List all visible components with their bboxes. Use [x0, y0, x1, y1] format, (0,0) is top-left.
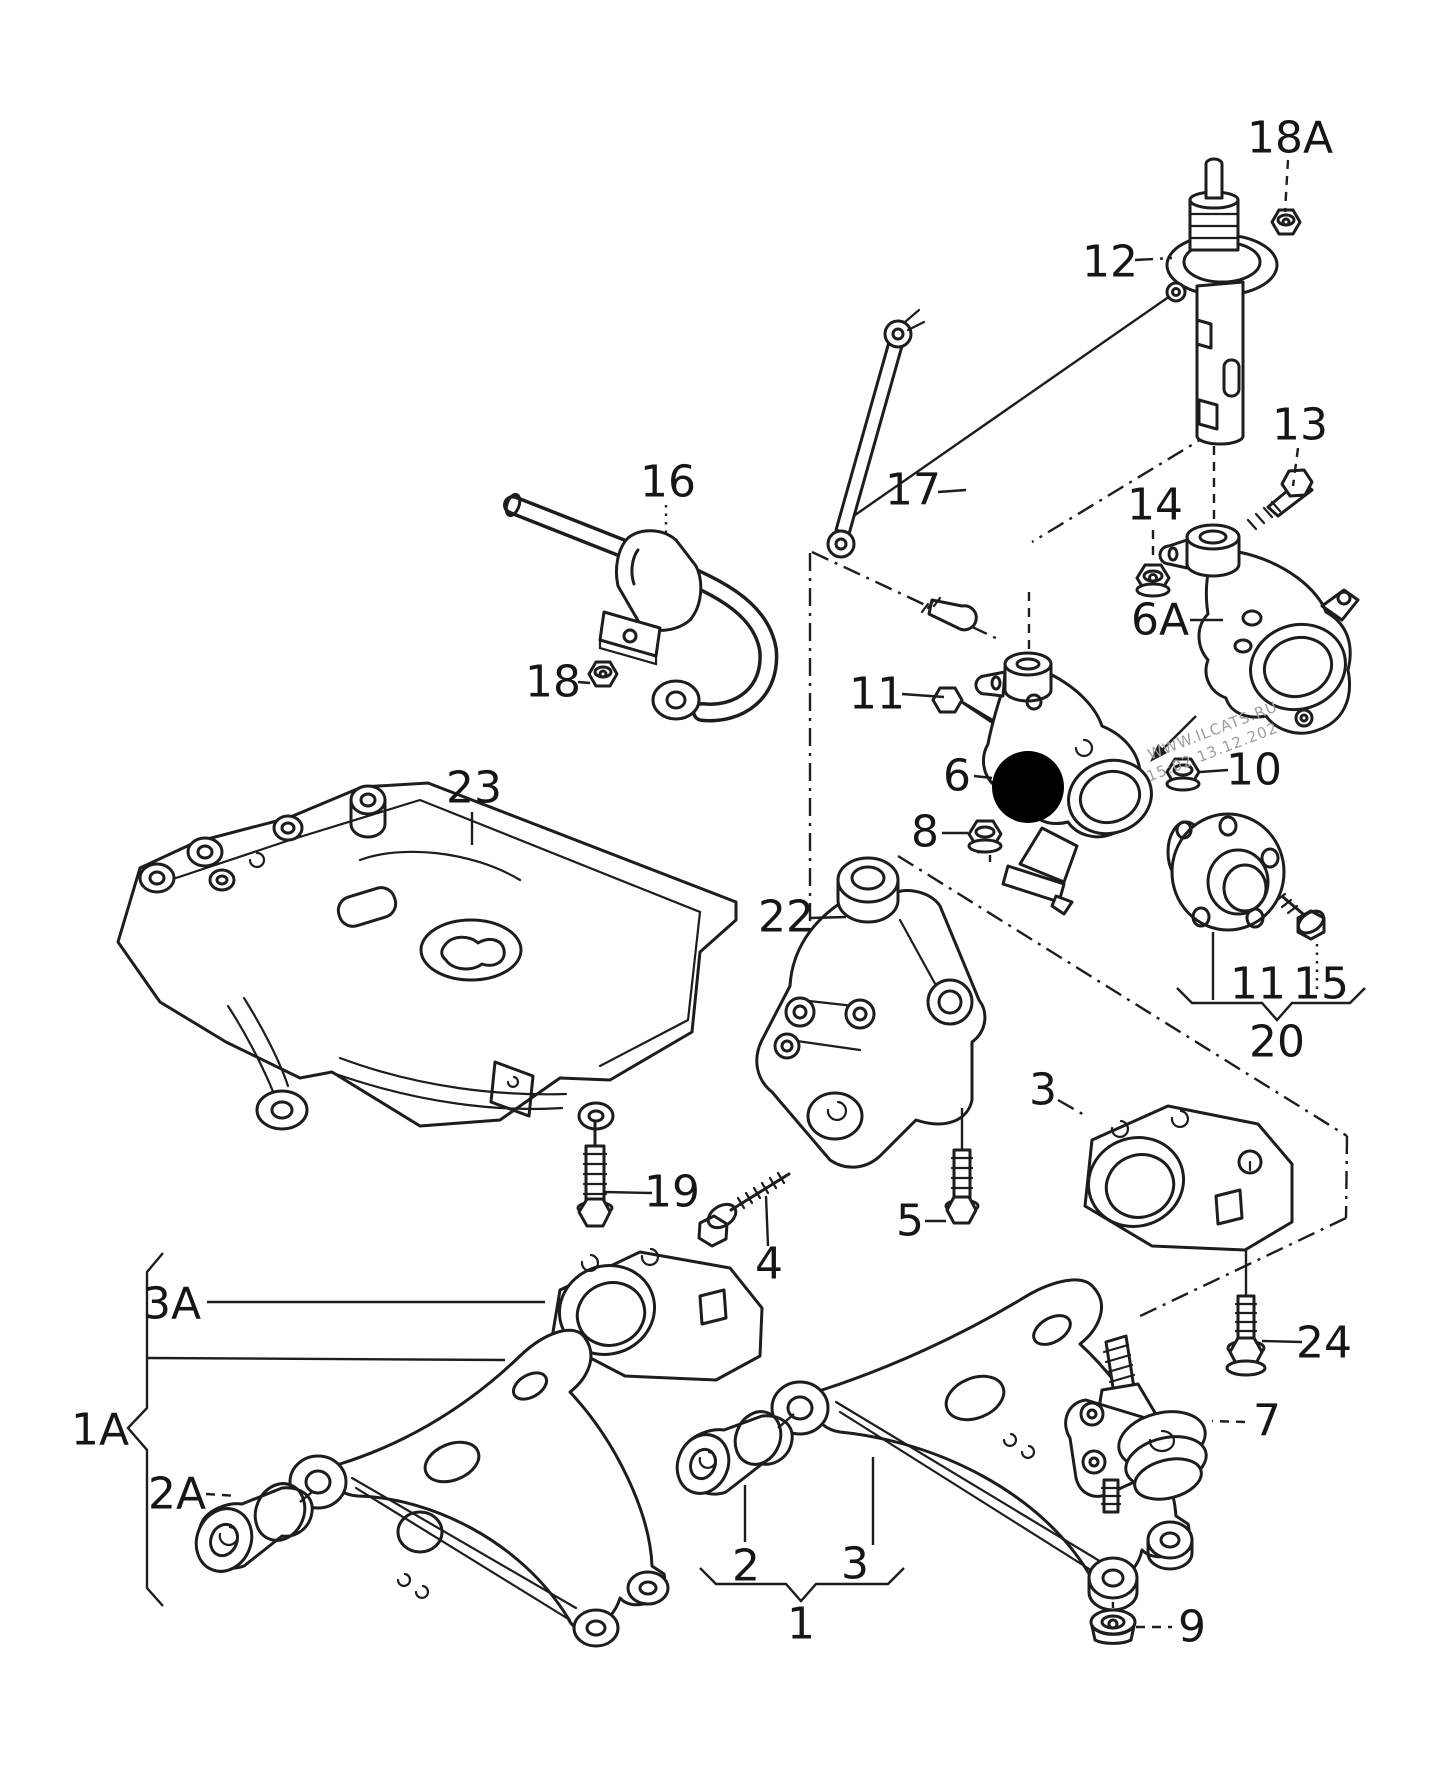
callout-10: 10: [1226, 745, 1282, 796]
callout-11-upper: 11: [849, 669, 905, 720]
ball-joint-7: [1064, 1334, 1208, 1514]
callout-22: 22: [758, 892, 814, 943]
subframe-23: [116, 781, 738, 1131]
callout-11-hub: 11: [1230, 959, 1286, 1010]
callout-6a: 6A: [1131, 595, 1189, 646]
callout-17: 17: [885, 465, 941, 516]
control-arm-1a: [288, 1328, 670, 1648]
callout-18: 18: [525, 657, 581, 708]
bolt-24: [1225, 1294, 1267, 1377]
callout-2: 2: [732, 1541, 760, 1592]
strut-top-nut-18a: [1270, 208, 1302, 236]
callout-24: 24: [1296, 1318, 1352, 1369]
arm-rear-mount-3a: [550, 1247, 764, 1382]
bushing-2: [675, 1410, 795, 1496]
strut-12: [1165, 157, 1279, 446]
nut-10: [1165, 757, 1201, 792]
callout-16: 16: [640, 457, 696, 508]
callout-2a: 2A: [148, 1469, 206, 1520]
leader-lines: [126, 159, 1366, 1629]
nut-9: [1089, 1608, 1137, 1645]
arm-rear-mount-3: [1083, 1104, 1294, 1296]
callout-3-lower: 3: [841, 1539, 869, 1590]
callout-19: 19: [644, 1167, 700, 1218]
callout-3a: 3A: [143, 1279, 201, 1330]
steering-knuckle-6: [974, 651, 1153, 916]
bolt-19: [576, 1120, 614, 1228]
callout-1: 1: [787, 1599, 815, 1650]
callout-20: 20: [1249, 1017, 1305, 1068]
bolt-11-upper: [931, 686, 994, 724]
callout-13: 13: [1272, 400, 1328, 451]
mounting-bracket-22: [755, 856, 987, 1169]
bolt-5: [944, 1108, 980, 1225]
bushing-2a: [194, 1482, 314, 1573]
callout-23: 23: [446, 763, 502, 814]
callout-7: 7: [1253, 1396, 1281, 1447]
bolt-15: [1274, 892, 1326, 941]
callout-15: 15: [1293, 959, 1349, 1010]
callout-6: 6: [943, 751, 971, 802]
stabilizer-link-17: [826, 308, 978, 632]
callout-5: 5: [896, 1196, 924, 1247]
wheel-hub-20: [1166, 812, 1319, 1000]
bolt-13: [1246, 468, 1314, 531]
blackout-dot: [992, 751, 1064, 823]
callout-labels: 18A 12 13 14 6A 16 17 18 23 11 6 10 8 22…: [71, 113, 1352, 1653]
callout-18a: 18A: [1247, 113, 1333, 164]
nut-14: [1135, 563, 1171, 598]
callout-4: 4: [755, 1239, 783, 1290]
nut-8: [967, 819, 1003, 854]
stabilizer-nut-18: [587, 660, 619, 688]
steering-knuckle-6a: [1158, 523, 1360, 735]
callout-3-upper: 3: [1029, 1065, 1057, 1116]
callout-14: 14: [1127, 480, 1183, 531]
callout-9: 9: [1178, 1602, 1206, 1653]
bolt-4: [697, 1171, 791, 1248]
stabilizer-bar-16: [503, 492, 779, 723]
alignment-arrowhead: [1150, 744, 1167, 762]
callout-12: 12: [1082, 237, 1138, 288]
callout-8: 8: [911, 807, 939, 858]
callout-1a: 1A: [71, 1405, 129, 1456]
